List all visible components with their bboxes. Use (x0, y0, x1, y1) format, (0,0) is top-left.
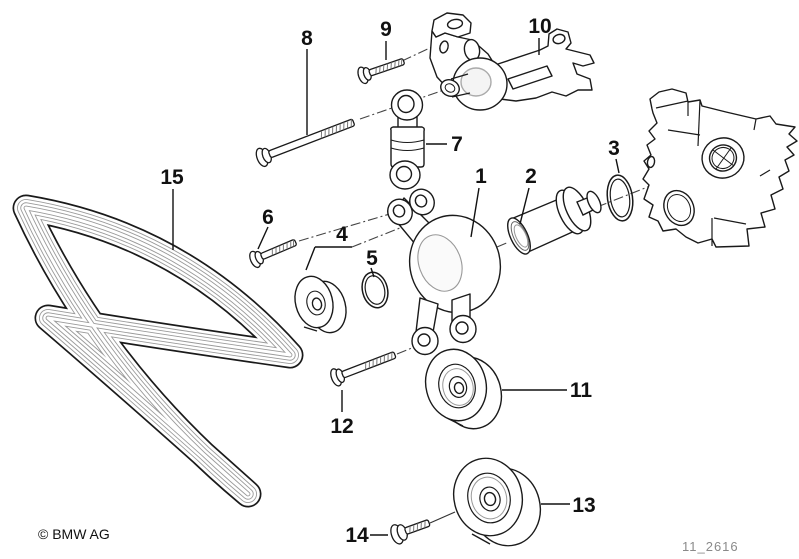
axis-bolt12-arm (396, 340, 430, 355)
pulley-11-groove (442, 368, 474, 406)
bracket-ear-hole (552, 33, 566, 45)
roller-4-hole (311, 297, 323, 311)
pulley-11-hole (453, 381, 465, 395)
damper-band (390, 139, 425, 144)
copyright-text: © BMW AG (38, 526, 110, 542)
arm-eye-hole (455, 321, 469, 335)
tensioner-damper-drawing (389, 89, 425, 190)
part-label-4[interactable]: 4 (336, 223, 348, 246)
bracket-flange-hole (446, 18, 464, 30)
bracket-boss-face (460, 67, 492, 97)
sleeve-pilot-face (586, 190, 602, 214)
axis-arm-sleeve (496, 241, 510, 248)
part-label-10[interactable]: 10 (528, 15, 551, 38)
part-label-8[interactable]: 8 (301, 27, 313, 50)
crankshaft-seal-opening (701, 137, 745, 179)
bracket-pin-bottom (451, 92, 471, 98)
arm-eye-hole (392, 204, 406, 218)
belt-rib (24, 206, 292, 496)
bolt-9-drawing (357, 58, 405, 85)
pulley-13-groove (470, 476, 508, 520)
serpentine-belt-drawing (12, 194, 304, 508)
leader-3 (615, 158, 620, 174)
leader-4-bracket (305, 246, 352, 271)
bolt-shaft (341, 351, 397, 379)
arm-eye-hole (417, 333, 431, 347)
bracket-arm-slot (507, 65, 553, 90)
roller-4-rim (303, 326, 318, 332)
timing-cover-details (655, 99, 771, 246)
bolt-threads (375, 58, 403, 75)
bolt-12-drawing (330, 351, 397, 387)
bracket-plate-hole-small (439, 40, 449, 54)
part-label-1[interactable]: 1 (475, 165, 487, 188)
part-label-12[interactable]: 12 (330, 415, 353, 438)
leader-6 (257, 226, 269, 250)
part-label-2[interactable]: 2 (525, 165, 537, 188)
tensioner-arm-drawing (387, 188, 502, 356)
pulley-11-groove (438, 363, 476, 409)
leader-5 (370, 267, 375, 278)
pulley-13-rim (471, 533, 491, 545)
bolt-threads (409, 520, 426, 534)
part-label-5[interactable]: 5 (366, 247, 378, 270)
part-label-15[interactable]: 15 (160, 166, 184, 189)
bracket-pin-bore (444, 83, 456, 93)
bolt-6-drawing (249, 239, 297, 269)
timing-cover-drawing (642, 88, 798, 248)
part-label-11[interactable]: 11 (570, 379, 593, 402)
o-ring-3-drawing (606, 174, 634, 222)
sleeve-bore-inner (513, 224, 529, 248)
pulley-13-hub (479, 486, 501, 512)
cover-left-lug (646, 155, 656, 169)
part-label-14[interactable]: 14 (345, 524, 369, 547)
leader-2 (519, 187, 530, 225)
axis-bolt9-bracket (401, 45, 435, 62)
pulley-11-drawing (424, 348, 503, 430)
bolt-threads (365, 352, 393, 370)
bolt-threads (320, 119, 352, 139)
part-label-3[interactable]: 3 (608, 137, 620, 160)
bolt-threads (271, 239, 295, 256)
bracket-pin-top (450, 73, 469, 80)
damper-top-eye-hole (397, 94, 415, 114)
damper-lower-eye-hole (395, 165, 413, 183)
bracket-drawing (429, 12, 595, 111)
bolt14-to-pulley-line (429, 511, 456, 524)
damper-band (390, 147, 425, 152)
lower-cover-opening (663, 189, 695, 227)
part-label-7[interactable]: 7 (451, 133, 463, 156)
bracket-arm-fork (496, 28, 595, 102)
bolt-8-drawing (255, 118, 355, 168)
arm-eye-hole (414, 194, 428, 208)
part-label-6[interactable]: 6 (262, 206, 274, 229)
pulley-13-hole (483, 491, 497, 507)
arm-boss-face (417, 234, 463, 292)
part-label-9[interactable]: 9 (380, 18, 392, 41)
leader-lines (172, 38, 620, 536)
sleeve-2-drawing (507, 186, 602, 255)
bolt-shaft (260, 239, 297, 260)
o-ring-5-drawing (361, 271, 389, 309)
bolt-14-drawing (390, 519, 431, 545)
bolt-shaft (268, 118, 355, 158)
pulley-13-drawing (452, 457, 542, 547)
diagram-code-text: 11_2616 (682, 539, 739, 554)
roller-4-drawing (294, 275, 347, 334)
axis-bolt6-arm (298, 212, 394, 242)
pulley-11-hub (448, 376, 468, 398)
part-label-13[interactable]: 13 (572, 494, 595, 517)
pulley-13-groove (467, 472, 511, 524)
leader-1 (470, 187, 480, 238)
